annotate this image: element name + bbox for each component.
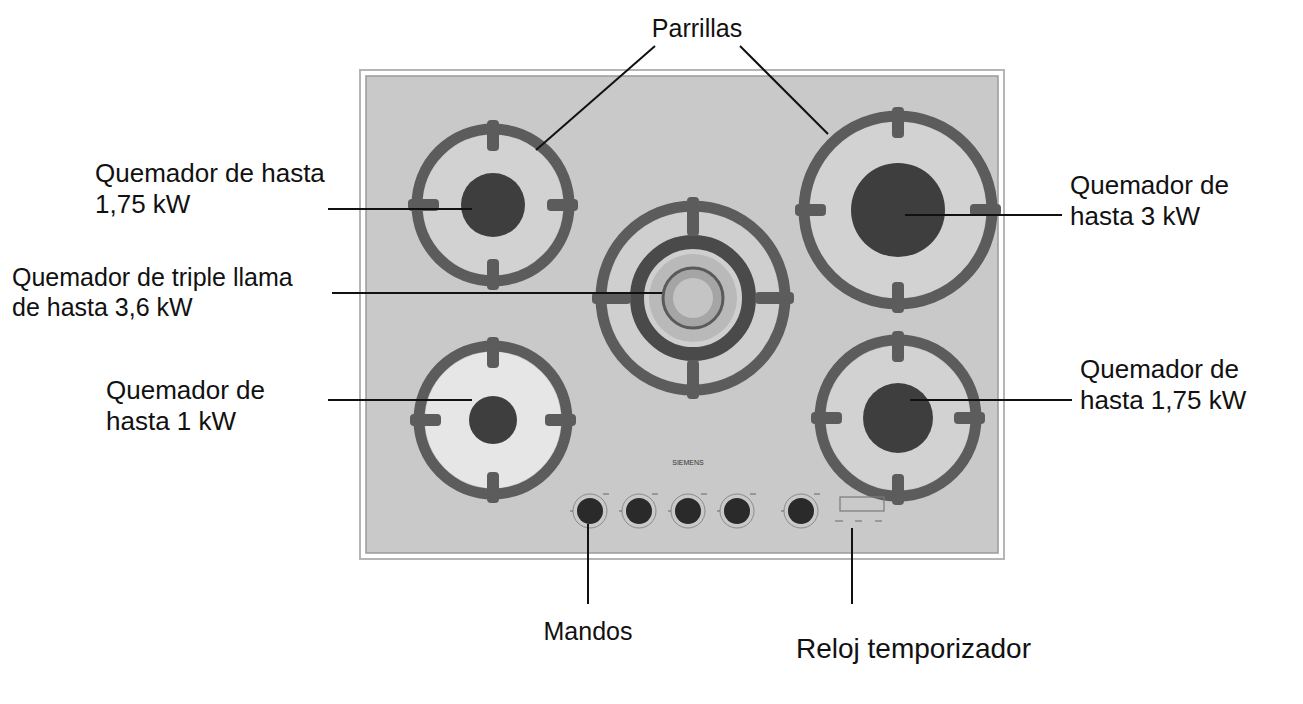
part-label: Quemador de hasta 3 kW [1070, 170, 1295, 232]
part-label: Quemador de hasta 1 kW [106, 375, 326, 437]
hob-glass [366, 76, 998, 553]
leader-line [536, 46, 655, 150]
part-label: Quemador de triple llama de hasta 3,6 kW [12, 262, 312, 322]
leader-line [587, 524, 589, 604]
leader-line [332, 292, 662, 294]
control-knob [619, 494, 658, 528]
control-knob [570, 494, 609, 528]
gas-burner [811, 331, 985, 505]
part-label: Quemador de hasta 1,75 kW [95, 158, 345, 220]
hob-frame [360, 70, 1004, 559]
leader-line [851, 528, 853, 604]
leader-line [740, 46, 828, 134]
part-label: Quemador de hasta 1,75 kW [1080, 354, 1298, 416]
gas-burner [592, 197, 794, 399]
control-knob [781, 494, 820, 528]
leader-line [328, 399, 472, 401]
control-knob [668, 494, 707, 528]
leader-line [328, 208, 472, 210]
leader-lines [328, 46, 1072, 604]
leader-line [910, 399, 1072, 401]
part-label: Mandos [508, 616, 668, 646]
gas-burner [410, 337, 576, 503]
knobs [570, 494, 820, 528]
part-label: Reloj temporizador [796, 634, 1036, 665]
gas-burner [795, 107, 1001, 313]
leader-line [905, 214, 1062, 216]
timer-clock [835, 497, 884, 521]
burners [408, 107, 1001, 505]
brand-mark: SIEMENS [648, 459, 728, 467]
part-label: Parrillas [597, 13, 797, 43]
gas-burner [408, 120, 578, 290]
control-knob [717, 494, 756, 528]
